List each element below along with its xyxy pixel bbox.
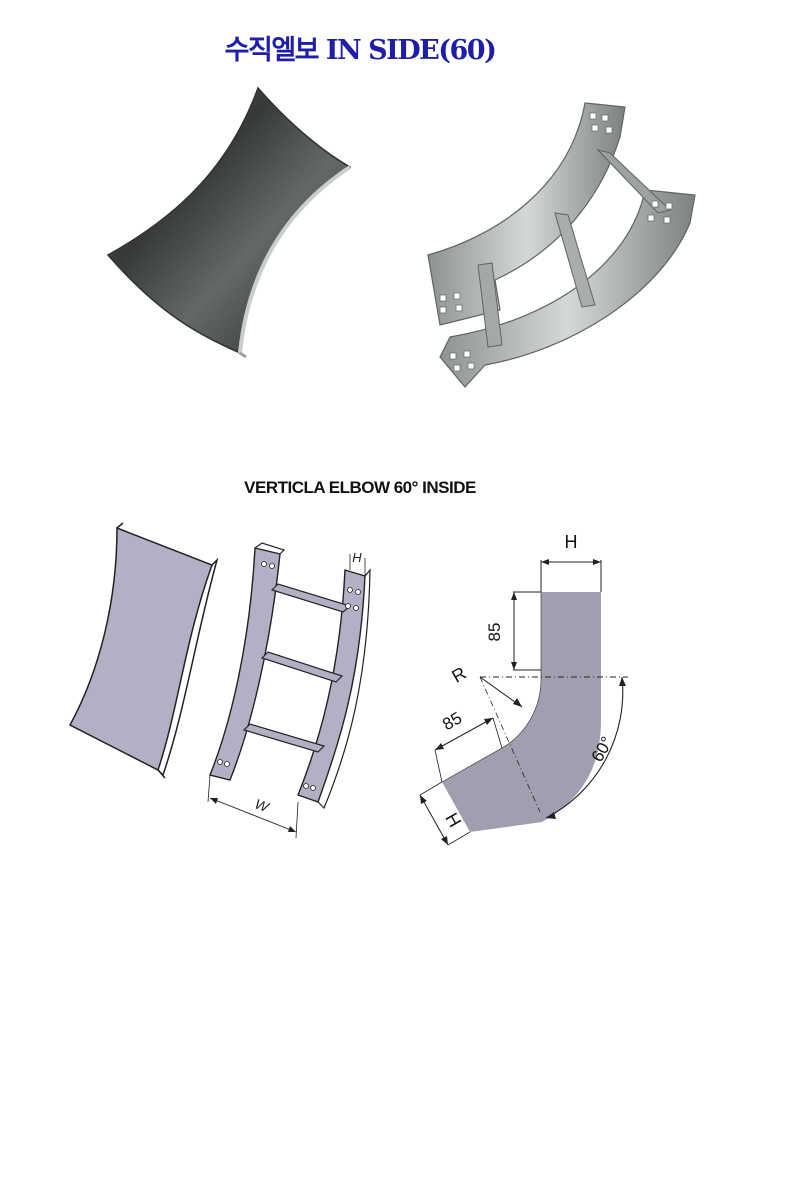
cover-drawing — [68, 522, 219, 779]
ladder-height-label: H — [352, 550, 362, 565]
dimension-drawing: H 85 R 85 H 60° — [419, 532, 628, 846]
page-title: 수직엘보 IN SIDE(60) — [224, 35, 497, 66]
elbow-profile — [442, 592, 601, 832]
ladder-photo — [427, 102, 696, 388]
diagonal-length-label: 85 — [439, 708, 465, 734]
radius-label: R — [448, 663, 469, 687]
ladder-width-label: W — [253, 796, 273, 816]
cover-photo — [106, 86, 352, 359]
rung — [270, 583, 352, 613]
rung — [242, 723, 326, 753]
left-rail — [209, 547, 281, 781]
bottom-height-label: H — [441, 809, 465, 830]
section-heading: VERTICLA ELBOW 60° INSIDE — [244, 478, 476, 497]
vertical-length-label: 85 — [485, 623, 504, 642]
top-height-label: H — [565, 532, 578, 552]
rung — [260, 651, 344, 683]
ladder-drawing: H W — [207, 542, 371, 839]
